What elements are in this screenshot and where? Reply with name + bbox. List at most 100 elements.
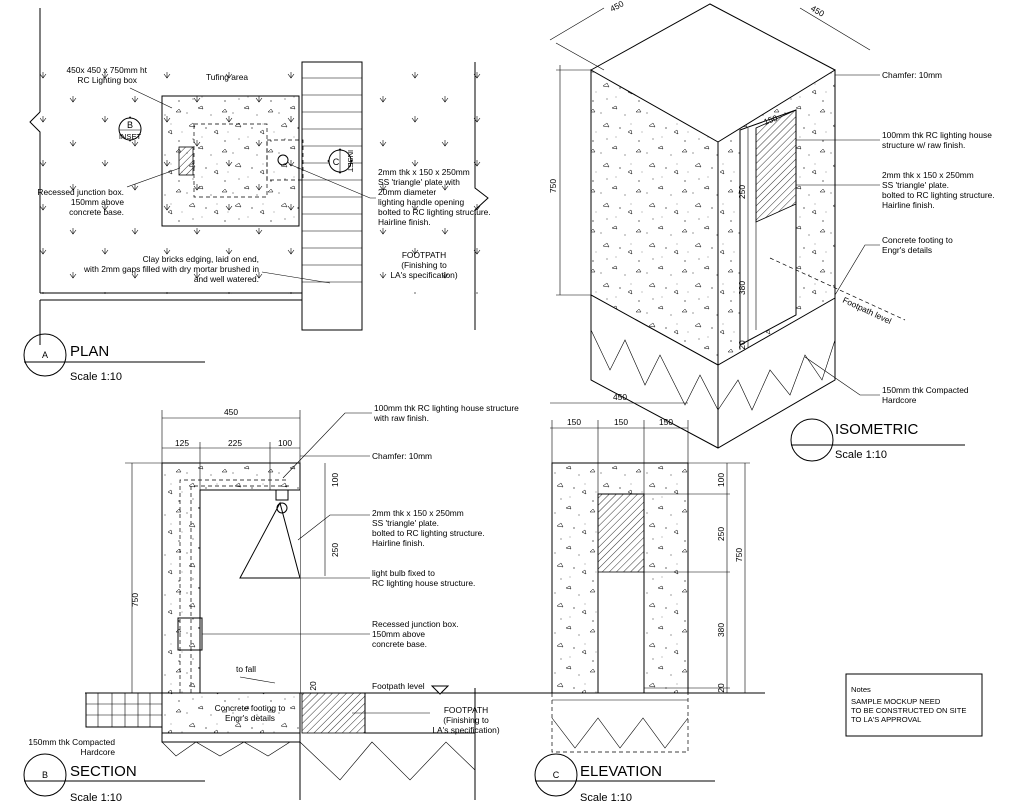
plan-clay-line3: and well watered. bbox=[194, 274, 259, 284]
iso-hardcore-line2: Hardcore bbox=[882, 395, 917, 405]
iso-dim-750: 750 bbox=[548, 179, 558, 193]
plan-box-label-line1: 450x 450 x 750mm ht bbox=[66, 65, 147, 75]
section-footing-line1: Concrete footing to bbox=[215, 703, 286, 713]
notes-heading: Notes bbox=[851, 685, 871, 694]
section-title-bubble bbox=[23, 753, 67, 797]
section-footing-line2: Engr's details bbox=[225, 713, 275, 723]
section-dim-450: 450 bbox=[224, 407, 238, 417]
plan-inner-cavity bbox=[193, 123, 268, 198]
section-dim-750: 750 bbox=[130, 593, 140, 607]
plan-junction-line2: 150mm above bbox=[71, 197, 124, 207]
elevation-dim-750: 750 bbox=[734, 548, 744, 562]
notes-line1: SAMPLE MOCKUP NEED bbox=[851, 697, 941, 706]
isometric-view: 450 450 750 150 250 380 20 Chamfer: 10mm… bbox=[548, 0, 995, 462]
section-junction-line1: Recessed junction box. bbox=[372, 619, 459, 629]
plan-plate-line1: 2mm thk x 150 x 250mm bbox=[378, 167, 470, 177]
section-triangle-plate bbox=[239, 501, 301, 579]
iso-dim-150: 150 bbox=[762, 113, 779, 127]
section-dim-100: 100 bbox=[278, 438, 292, 448]
plan-footpath-line2: (Finishing to bbox=[401, 260, 447, 270]
elevation-title: ELEVATION bbox=[580, 763, 662, 780]
notes-box: Notes SAMPLE MOCKUP NEED TO BE CONSTRUCT… bbox=[845, 673, 983, 737]
iso-house-line2: structure w/ raw finish. bbox=[882, 140, 965, 150]
elevation-plate bbox=[597, 493, 645, 573]
plan-plate-line2: SS 'triangle' plate with bbox=[378, 177, 460, 187]
plan-junction-line3: concrete base. bbox=[69, 207, 124, 217]
section-dim-250: 250 bbox=[330, 543, 340, 557]
elevation-dim-380: 380 bbox=[716, 623, 726, 637]
elevation-dim-150-right: 150 bbox=[659, 417, 673, 427]
elevation-scale: Scale 1:10 bbox=[580, 792, 632, 804]
elevation-dim-150-left: 150 bbox=[567, 417, 581, 427]
iso-hardcore-line1: 150mm thk Compacted bbox=[882, 385, 969, 395]
plan-box-label-line2: RC Lighting box bbox=[77, 75, 137, 85]
iso-plate bbox=[755, 109, 797, 223]
section-dim-125: 125 bbox=[175, 438, 189, 448]
inset-b-marker: B INSET bbox=[118, 116, 142, 142]
notes-line2: TO BE CONSTRUCTED ON SITE bbox=[851, 706, 966, 715]
section-house-line1: 100mm thk RC lighting house structure bbox=[374, 403, 519, 413]
section-footpath-line2: (Finishing to bbox=[443, 715, 489, 725]
iso-footing-line1: Concrete footing to bbox=[882, 235, 953, 245]
elevation-dim-250: 250 bbox=[716, 527, 726, 541]
section-footing-hatch bbox=[301, 692, 366, 734]
plan-junction-line1: Recessed junction box. bbox=[37, 187, 124, 197]
section-dim-100-vertical: 100 bbox=[330, 473, 340, 487]
section-dim-20: 20 bbox=[308, 681, 318, 691]
plan-clay-line1: Clay bricks edging, laid on end, bbox=[143, 254, 259, 264]
inset-c-word: INSET bbox=[346, 150, 355, 173]
iso-dim-380: 380 bbox=[737, 281, 747, 295]
section-view: 450 125 225 100 750 100 250 20 100mm thk… bbox=[23, 403, 519, 804]
elevation-dim-450: 450 bbox=[613, 392, 627, 402]
section-tag-letter: B bbox=[42, 770, 48, 780]
inset-c-letter: C bbox=[333, 157, 340, 167]
section-junction-line2: 150mm above bbox=[372, 629, 425, 639]
elevation-title-bubble bbox=[534, 753, 578, 797]
iso-left-face-fill bbox=[591, 70, 718, 365]
inset-b-letter: B bbox=[127, 120, 133, 130]
plan-footpath-line3: LA's specification) bbox=[390, 270, 457, 280]
leader-box-label bbox=[129, 87, 173, 109]
section-scale: Scale 1:10 bbox=[70, 792, 122, 804]
plan-plate-line5: bolted to RC lighting structure. bbox=[378, 207, 491, 217]
plan-title: PLAN bbox=[70, 343, 109, 360]
tufing-area-hatch-right bbox=[362, 62, 500, 294]
plan-plate-line6: Hairline finish. bbox=[378, 217, 431, 227]
iso-scale: Scale 1:10 bbox=[835, 449, 887, 461]
section-plate-line3: bolted to RC lighting structure. bbox=[372, 528, 485, 538]
plan-title-bubble bbox=[23, 333, 67, 377]
section-junction-line3: concrete base. bbox=[372, 639, 427, 649]
section-chamfer: Chamfer: 10mm bbox=[372, 451, 432, 461]
section-plate-line4: Hairline finish. bbox=[372, 538, 425, 548]
section-brick-edging bbox=[85, 692, 163, 728]
iso-dim-top-right: 450 bbox=[809, 3, 826, 19]
plan-tag-letter: A bbox=[42, 350, 48, 360]
iso-dim-20: 20 bbox=[737, 340, 747, 350]
elevation-dim-150-mid: 150 bbox=[614, 417, 628, 427]
section-bulb-line2: RC lighting house structure. bbox=[372, 578, 475, 588]
plan-lighting-box bbox=[161, 95, 300, 227]
elevation-tag-letter: C bbox=[553, 770, 560, 780]
section-title: SECTION bbox=[70, 763, 137, 780]
plan-clay-line2: with 2mm gaps filled with dry mortar bru… bbox=[83, 264, 259, 274]
section-light-bulb bbox=[276, 502, 288, 514]
elevation-dim-100: 100 bbox=[716, 473, 726, 487]
plan-junction-box bbox=[178, 146, 194, 176]
plan-view: B INSET C INSET 450x 450 x 750mm ht RC L… bbox=[23, 8, 500, 383]
iso-footing-line2: Engr's details bbox=[882, 245, 932, 255]
plan-plate-line3: 20mm diameter bbox=[378, 187, 436, 197]
inset-c-marker: C INSET bbox=[327, 148, 355, 174]
plan-plate-line4: lighting handle opening bbox=[378, 197, 464, 207]
inset-b-word: INSET bbox=[119, 132, 142, 141]
footpath-level-marker bbox=[430, 685, 450, 695]
plan-footpath-line1: FOOTPATH bbox=[402, 250, 446, 260]
iso-plate-line1: 2mm thk x 150 x 250mm bbox=[882, 170, 974, 180]
section-dim-225: 225 bbox=[228, 438, 242, 448]
section-footpath-line1: FOOTPATH bbox=[444, 705, 488, 715]
iso-top-edges bbox=[590, 3, 836, 71]
iso-house-line1: 100mm thk RC lighting house bbox=[882, 130, 992, 140]
iso-dim-top-left: 450 bbox=[608, 0, 625, 14]
footpath-paving-band bbox=[301, 61, 363, 331]
section-footpath-line3: LA's specification) bbox=[432, 725, 499, 735]
